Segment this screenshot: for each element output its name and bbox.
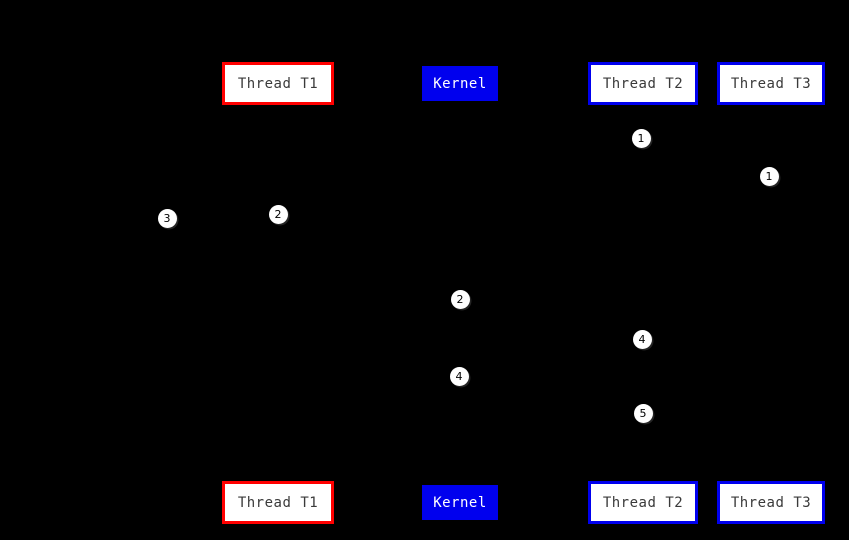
participant-label: Thread T3: [730, 75, 812, 92]
step-badge: 3: [157, 208, 177, 228]
step-badge: 4: [632, 329, 652, 349]
participant-label: Kernel: [433, 75, 487, 92]
step-badge: 4: [449, 366, 469, 386]
step-badge-number: 1: [765, 169, 773, 183]
participant-thread-t2-bottom[interactable]: Thread T2: [588, 481, 698, 524]
participant-label: Thread T3: [730, 494, 812, 511]
participant-label: Thread T2: [602, 75, 684, 92]
step-badge: 1: [631, 128, 651, 148]
step-badge-number: 2: [456, 292, 464, 306]
lifeline-thread-t3: [770, 105, 771, 480]
participant-thread-t2-top[interactable]: Thread T2: [588, 62, 698, 105]
participant-label: Thread T1: [237, 494, 319, 511]
step-badge-number: 3: [163, 211, 171, 225]
lifeline-thread-t2: [642, 105, 643, 480]
participant-thread-t1-bottom[interactable]: Thread T1: [222, 481, 334, 524]
step-badge: 5: [633, 403, 653, 423]
participant-thread-t3-top[interactable]: Thread T3: [717, 62, 825, 105]
participant-kernel-top[interactable]: Kernel: [422, 66, 498, 101]
step-badge-number: 1: [637, 131, 645, 145]
message-arrow-5: [459, 332, 642, 333]
step-badge: 2: [268, 204, 288, 224]
message-arrow-3: [167, 211, 277, 212]
step-badge-number: 2: [274, 207, 282, 221]
step-badge-number: 4: [638, 332, 646, 346]
step-badge-number: 5: [639, 406, 647, 420]
participant-thread-t1-top[interactable]: Thread T1: [222, 62, 334, 105]
message-arrow-4: [277, 292, 459, 293]
message-arrow-6: [277, 369, 459, 370]
participant-label: Kernel: [433, 494, 487, 511]
message-arrow-7: [642, 406, 770, 407]
participant-label: Thread T1: [237, 75, 319, 92]
step-badge: 1: [759, 166, 779, 186]
participant-label: Thread T2: [602, 494, 684, 511]
participant-kernel-bottom[interactable]: Kernel: [422, 485, 498, 520]
message-arrow-1: [642, 131, 770, 132]
message-arrow-2: [459, 207, 642, 208]
participant-thread-t3-bottom[interactable]: Thread T3: [717, 481, 825, 524]
step-badge-number: 4: [455, 369, 463, 383]
step-badge: 2: [450, 289, 470, 309]
